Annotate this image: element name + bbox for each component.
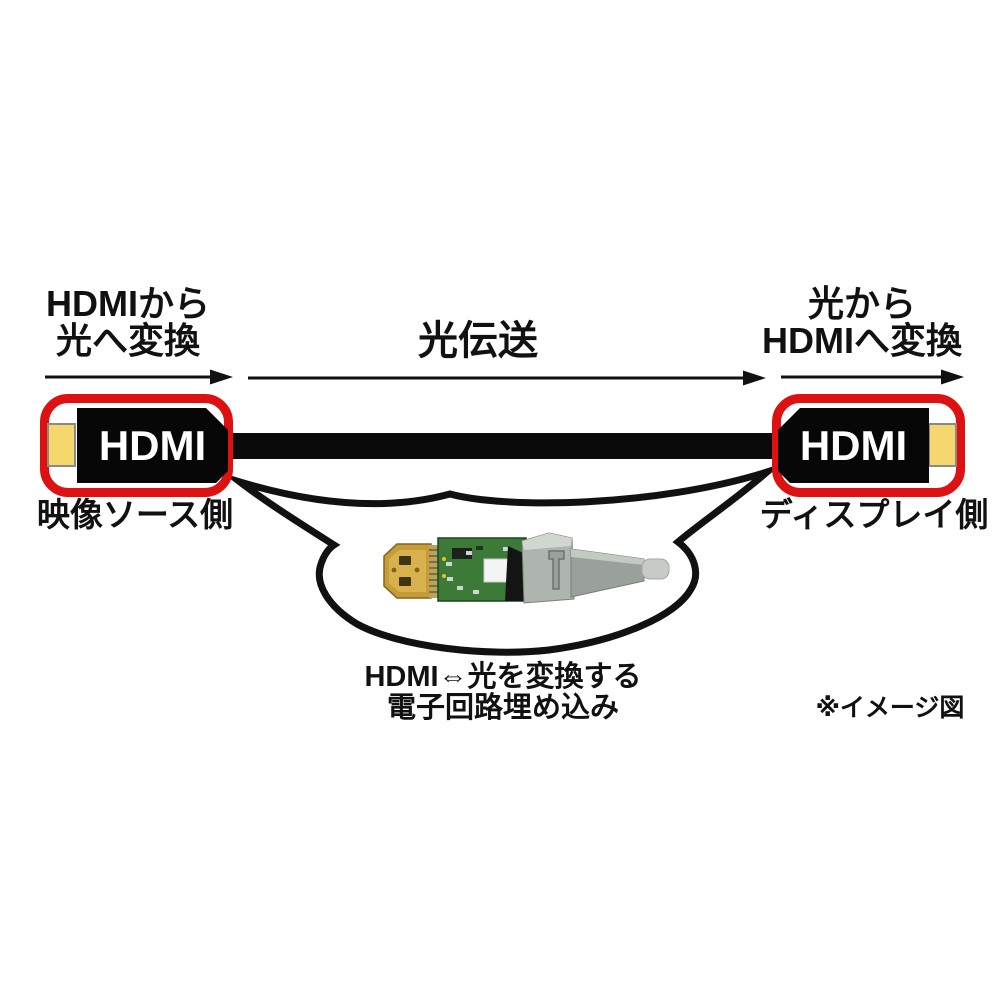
right-plug-tip (928, 423, 957, 467)
bubble-caption-line1: HDMI⇔光を変換する (364, 661, 642, 693)
left-conversion-line1: HDMIから (46, 283, 210, 324)
bubble-caption: HDMI⇔光を変換する 電子回路埋め込み (303, 662, 703, 724)
right-conversion-line2: HDMIへ変換 (762, 320, 962, 361)
transmission-label: 光伝送 (418, 319, 538, 363)
cable-line (224, 433, 782, 459)
chip (452, 548, 472, 559)
hdmi-plug-gold (383, 543, 432, 599)
left-conversion-label: HDMIから 光へ変換 (3, 285, 253, 359)
left-connector-body: HDMI (77, 408, 228, 483)
right-arrow-icon (781, 369, 964, 385)
right-conversion-label: 光から HDMIへ変換 (712, 285, 1000, 359)
left-connector-caption: 映像ソース側 (36, 496, 234, 533)
metal-housing (521, 532, 575, 604)
right-connector-caption: ディスプレイ側 (759, 496, 989, 533)
t-groove (548, 550, 565, 590)
right-conversion-line1: 光から (807, 283, 916, 324)
image-note: ※イメージ図 (815, 694, 965, 722)
left-connector-label: HDMI (98, 421, 207, 469)
cable-boot (570, 548, 645, 598)
left-arrow-icon (45, 369, 233, 385)
embedded-circuit-photo (383, 532, 670, 604)
right-connector-label: HDMI (799, 421, 908, 469)
bubble-caption-line2: 電子回路埋め込み (386, 692, 619, 724)
contact-fingers (429, 545, 440, 598)
optical-cable (641, 558, 670, 580)
left-conversion-line2: 光へ変換 (55, 320, 200, 361)
left-plug-tip (47, 423, 76, 467)
center-arrow-icon (248, 370, 766, 386)
right-connector-body: HDMI (778, 408, 929, 483)
